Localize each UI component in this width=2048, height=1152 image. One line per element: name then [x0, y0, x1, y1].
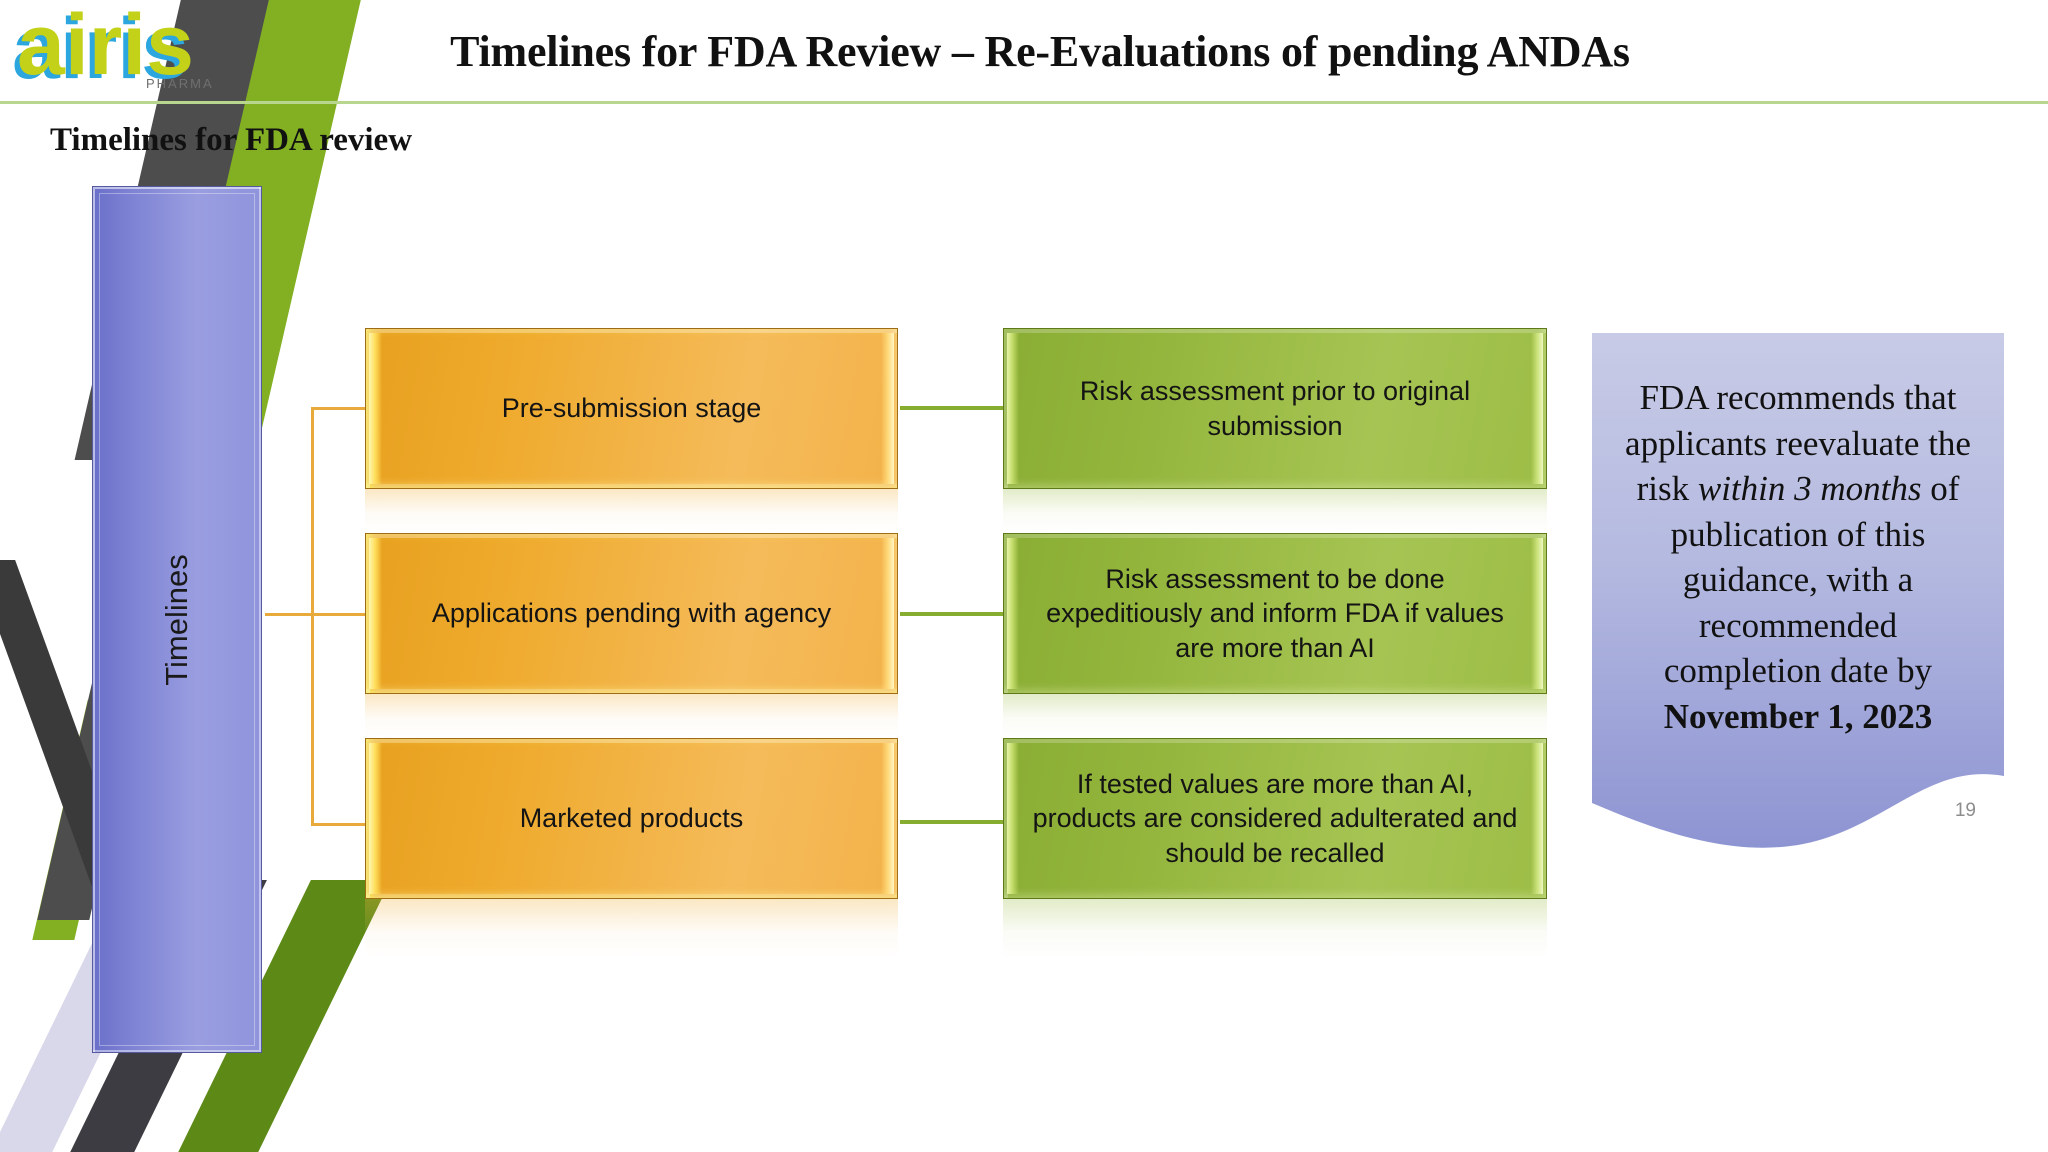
outcome-box-marketed-products[interactable]: If tested values are more than AI, produ… [1003, 738, 1547, 899]
timelines-category-label: Timelines [159, 553, 194, 686]
connector-orange-row3 [311, 823, 366, 826]
connector-orange-row1 [311, 407, 366, 410]
stage-box-applications-pending[interactable]: Applications pending with agency [365, 533, 898, 694]
header-divider [0, 101, 2048, 104]
reflection-orange-1 [365, 489, 898, 533]
outcome-box-pre-submission[interactable]: Risk assessment prior to original submis… [1003, 328, 1547, 489]
stage-box-pre-submission-label: Pre-submission stage [501, 393, 762, 424]
stage-box-pre-submission[interactable]: Pre-submission stage [365, 328, 898, 489]
connector-green-row2 [900, 612, 1005, 616]
page-number: 19 [1954, 800, 1976, 821]
outcome-box-applications-pending[interactable]: Risk assessment to be done expeditiously… [1003, 533, 1547, 694]
outcome-box-marketed-products-label: If tested values are more than AI, produ… [1032, 768, 1518, 868]
reflection-green-1 [1003, 489, 1547, 533]
callout-line-2: of publication of this guidance, with a … [1663, 469, 1960, 690]
outcome-box-pre-submission-label: Risk assessment prior to original submis… [1079, 375, 1471, 441]
connector-green-row3 [900, 820, 1005, 824]
connector-orange-vertical [311, 407, 314, 825]
logo-subtext: PHARMA [146, 76, 214, 91]
page-title: Timelines for FDA Review – Re-Evaluation… [450, 27, 1630, 76]
connector-orange-stub [265, 613, 313, 616]
callout-date: November 1, 2023 [1663, 696, 1933, 736]
callout-emphasis: within 3 months [1697, 469, 1922, 508]
reflection-orange-2 [365, 694, 898, 738]
callout-line-1: FDA recommends that applicants reevaluat… [1625, 378, 1971, 508]
stage-box-marketed-products-label: Marketed products [519, 803, 744, 834]
reflection-green-3 [1003, 899, 1547, 959]
fda-recommendation-callout: FDA recommends that applicants reevaluat… [1592, 333, 2004, 868]
page-subtitle: Timelines for FDA review [50, 122, 413, 158]
reflection-orange-3 [365, 899, 898, 959]
connector-orange-row2 [311, 613, 366, 616]
stage-box-applications-pending-label: Applications pending with agency [431, 598, 832, 629]
reflection-green-2 [1003, 694, 1547, 738]
fda-recommendation-text: FDA recommends that applicants reevaluat… [1618, 375, 1978, 739]
outcome-box-applications-pending-label: Risk assessment to be done expeditiously… [1046, 563, 1504, 663]
connector-green-row1 [900, 406, 1005, 410]
timelines-category-bar: Timelines [92, 186, 262, 1053]
stage-box-marketed-products[interactable]: Marketed products [365, 738, 898, 899]
